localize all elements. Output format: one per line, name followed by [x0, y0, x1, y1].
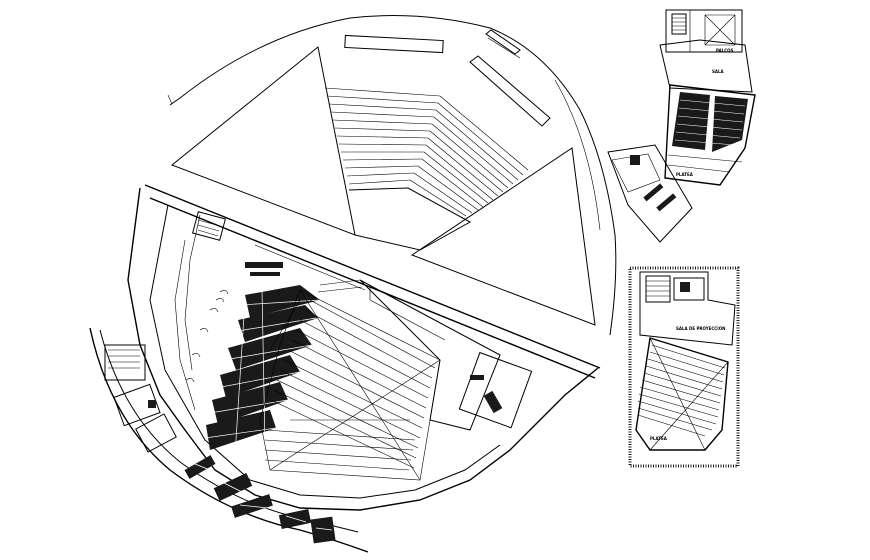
main-seating-hatch — [259, 289, 441, 481]
top-block-3 — [485, 29, 521, 55]
stage-inner — [254, 244, 446, 341]
right-service-room — [458, 351, 533, 429]
upper-side-block — [607, 144, 693, 243]
upper-seating-rows — [324, 87, 529, 217]
left-corridor — [174, 214, 201, 411]
site-outline-top — [169, 15, 617, 336]
lower-hall-hatch — [637, 337, 729, 451]
stage-equipment — [245, 262, 503, 414]
main-hall-outline — [127, 187, 599, 511]
stage-steps — [317, 279, 363, 293]
left-door-swings — [185, 290, 229, 383]
lower-top-rooms — [639, 271, 736, 346]
upper-hall-gaps — [674, 99, 746, 146]
top-block-1 — [344, 34, 444, 54]
diagonal-band — [144, 184, 601, 379]
lower-label-1: SALA DE PROYECCION — [676, 326, 725, 331]
lower-hatched-bg — [628, 266, 740, 468]
upper-stair — [671, 13, 687, 35]
stage-area — [359, 279, 501, 431]
annex-rooms — [104, 344, 177, 453]
annex-desks — [184, 455, 336, 544]
main-auditorium-plan — [89, 15, 617, 553]
dark-seating-gaps — [204, 289, 321, 456]
main-hall-inner — [149, 204, 501, 499]
top-block-2 — [469, 55, 551, 127]
annex-desk-gaps — [189, 461, 333, 531]
upper-stage-line — [348, 187, 472, 251]
left-stair-block — [192, 211, 226, 241]
lower-label-2: PLATEA — [650, 436, 668, 441]
seating-lines-lower — [264, 299, 416, 471]
upper-label-3: PLATEA — [676, 172, 694, 177]
site-outline-inner — [167, 37, 601, 231]
upper-wedge-outline — [171, 46, 356, 236]
upper-small-plan: PALCOS SALA PLATEA — [607, 9, 756, 243]
upper-label-2: SALA — [712, 69, 725, 74]
upper-mid-block — [659, 39, 753, 93]
dark-seating-fan — [206, 285, 320, 450]
upper-top-block — [665, 9, 743, 53]
upper-side-furniture — [630, 155, 677, 212]
lower-small-plan: SALA DE PROYECCION PLATEA — [628, 266, 740, 468]
upper-right-wedge — [410, 147, 596, 326]
upper-label-1: PALCOS — [716, 48, 734, 53]
